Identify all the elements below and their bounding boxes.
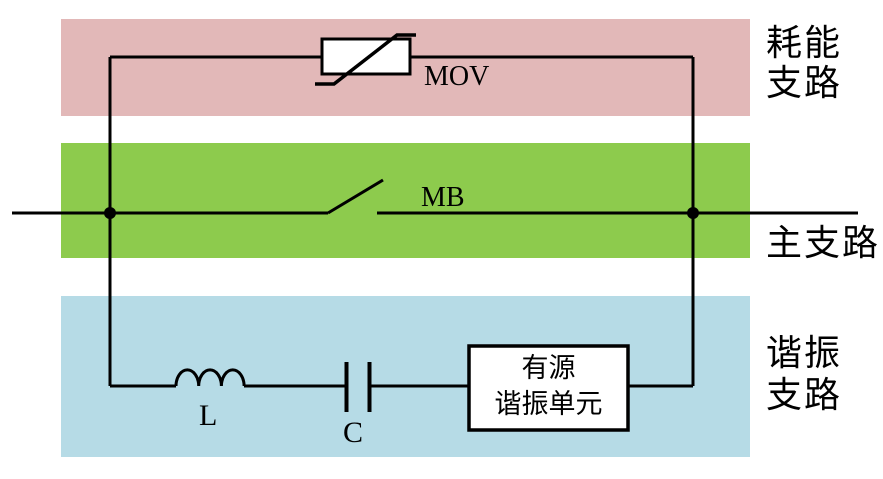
capacitor-label: C [343,416,364,449]
resonant-branch-band [61,296,750,457]
main-branch-band [61,143,750,258]
junction-dot-left [104,207,116,219]
breaker-blade-icon [327,178,384,215]
breaker-label: MB [421,182,465,213]
dissipation-branch-label: 耗能 支路 [766,23,843,103]
varistor-icon [315,33,416,86]
inductor-icon [174,368,246,387]
resonant-branch-label: 谐振 支路 [766,333,843,415]
active-unit-label: 有源 谐振单元 [494,353,603,419]
mov-label: MOV [424,61,490,92]
capacitor-icon [344,362,372,412]
junction-dot-right [687,207,699,219]
inductor-label: L [199,399,218,432]
main-branch-label: 主支路 [766,223,881,263]
wires [12,55,858,388]
active-unit-box [467,344,630,432]
